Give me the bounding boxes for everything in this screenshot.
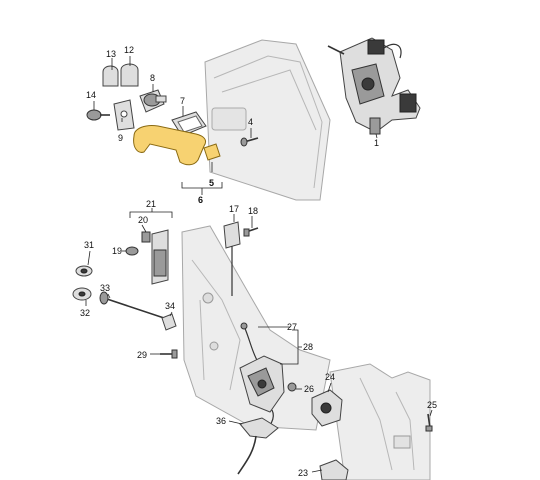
lock-actuator-assembly: [327, 37, 421, 135]
callout-33: 33: [100, 283, 110, 293]
handle-part-6-highlighted: [133, 125, 207, 166]
washer-part-32: [72, 287, 92, 301]
callout-25: 25: [427, 400, 437, 410]
callout-7: 7: [180, 96, 185, 106]
screw-part-29: [160, 349, 178, 359]
callout-34: 34: [165, 301, 175, 311]
screw-part-25: [425, 413, 433, 432]
actuator-part-17: [223, 221, 241, 296]
callout-23: 23: [298, 468, 308, 478]
callout-14: 14: [86, 90, 96, 100]
callout-labels: 1 4 5 6 7 8 9 12 13 14 17 18 19 20 21 23…: [80, 45, 437, 478]
release-lever-part-36: [237, 417, 279, 475]
insert-part-5-highlighted: [203, 143, 221, 161]
callout-36: 36: [216, 416, 226, 426]
plug-part-19: [125, 246, 139, 256]
callout-12: 12: [124, 45, 134, 55]
callout-32: 32: [80, 308, 90, 318]
bolt-part-4: [240, 137, 259, 147]
washer-part-31: [75, 265, 93, 277]
callout-29: 29: [137, 350, 147, 360]
callout-9: 9: [118, 133, 123, 143]
leader-lines: [85, 56, 433, 473]
callout-24: 24: [325, 372, 335, 382]
bracket-part-23: [319, 459, 349, 480]
right-pillar-panel: [329, 363, 431, 480]
lower-door-panel: [181, 225, 331, 431]
bushing-part-34: [161, 313, 177, 331]
callout-18: 18: [248, 206, 258, 216]
cover-part-21: [151, 229, 169, 285]
callout-28: 28: [303, 342, 313, 352]
screw-part-18: [243, 227, 259, 237]
callout-5: 5: [209, 178, 214, 188]
lock-cylinder-part-8: [139, 89, 167, 113]
clip-part-20: [141, 231, 151, 243]
callout-1: 1: [374, 138, 379, 148]
callout-17: 17: [229, 204, 239, 214]
callout-13: 13: [106, 49, 116, 59]
door-lock-part-28: [239, 355, 285, 433]
handle-grip-part-13: [102, 65, 119, 87]
callout-31: 31: [84, 240, 94, 250]
callout-8: 8: [150, 73, 155, 83]
callout-19: 19: [112, 246, 122, 256]
upper-door-panel: [204, 39, 331, 201]
bolt-part-26: [287, 382, 297, 392]
motor-part-24: [311, 389, 343, 427]
handle-cap-part-12: [120, 63, 139, 87]
callout-20: 20: [138, 215, 148, 225]
bracket-part-9: [113, 99, 135, 131]
callout-26: 26: [304, 384, 314, 394]
callout-27: 27: [287, 322, 297, 332]
callout-4: 4: [248, 117, 253, 127]
screw-part-14: [86, 109, 110, 121]
rod-part-33: [99, 291, 165, 319]
callout-6: 6: [198, 195, 203, 205]
callout-21: 21: [146, 199, 156, 209]
